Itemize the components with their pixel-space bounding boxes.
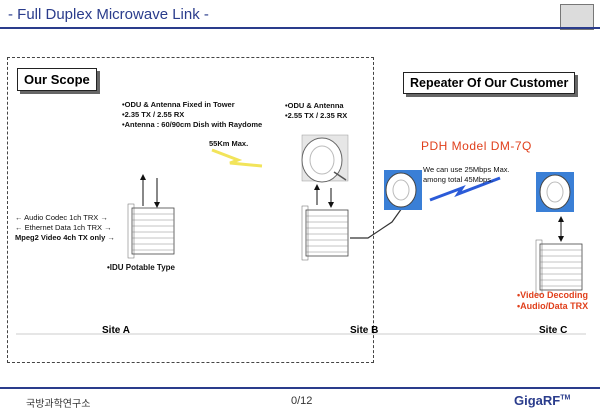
- idu-rack-icon: [301, 205, 349, 261]
- dish-antenna-icon: [384, 170, 422, 210]
- lightning-link-icon: [429, 176, 501, 202]
- site-c-label: Site C: [539, 325, 568, 336]
- channel-video: Mpeg2 Video 4ch TX only →: [15, 233, 115, 242]
- channel-audio: ← Audio Codec 1ch TRX →: [15, 213, 108, 222]
- page-title: - Full Duplex Microwave Link -: [8, 6, 209, 23]
- distance-label: 55Km Max.: [209, 139, 249, 148]
- tower-spec-line-2: •2.35 TX / 2.55 RX: [122, 110, 185, 119]
- site-c-note-1: •Video Decoding: [517, 290, 588, 300]
- capacity-line-1: We can use 25Mbps Max.: [423, 165, 510, 174]
- trademark: TM: [560, 394, 571, 402]
- site-a-label: Site A: [102, 325, 130, 336]
- idu-type-label: •IDU Potable Type: [107, 263, 175, 272]
- tower-spec-line-1: •ODU & Antenna Fixed in Tower: [122, 100, 235, 109]
- dish-antenna-icon: [536, 172, 574, 212]
- org-name: 국방과학연구소: [26, 399, 91, 410]
- repeater-label: Repeater Of Our Customer: [403, 72, 576, 94]
- scope-region: [7, 57, 374, 363]
- brand-logo: GigaRFTM: [514, 393, 570, 408]
- header-divider: [0, 27, 600, 29]
- footer-divider: [0, 387, 600, 389]
- tower-spec-line-3: •Antenna : 60/90cm Dish with Raydome: [122, 120, 263, 129]
- idu-rack-icon: [535, 239, 583, 295]
- our-scope-label: Our Scope: [17, 68, 97, 91]
- logo-icon: [560, 4, 594, 30]
- lightning-link-icon: [211, 148, 263, 168]
- site-c-note-2: •Audio/Data TRX: [517, 301, 589, 311]
- dish-antenna-icon: [301, 134, 349, 183]
- page-number: 0/12: [291, 395, 313, 407]
- odu-spec-line-2: •2.55 TX / 2.35 RX: [285, 111, 348, 120]
- capacity-line-2: among total 45Mbps.: [423, 175, 494, 184]
- channel-ethernet: ← Ethernet Data 1ch TRX →: [15, 223, 112, 232]
- brand-name: GigaRF: [514, 393, 561, 408]
- odu-spec-line-1: •ODU & Antenna: [285, 101, 344, 110]
- pdh-model-label: PDH Model DM-7Q: [421, 139, 532, 153]
- site-b-label: Site B: [350, 325, 379, 336]
- idu-rack-icon: [127, 203, 175, 259]
